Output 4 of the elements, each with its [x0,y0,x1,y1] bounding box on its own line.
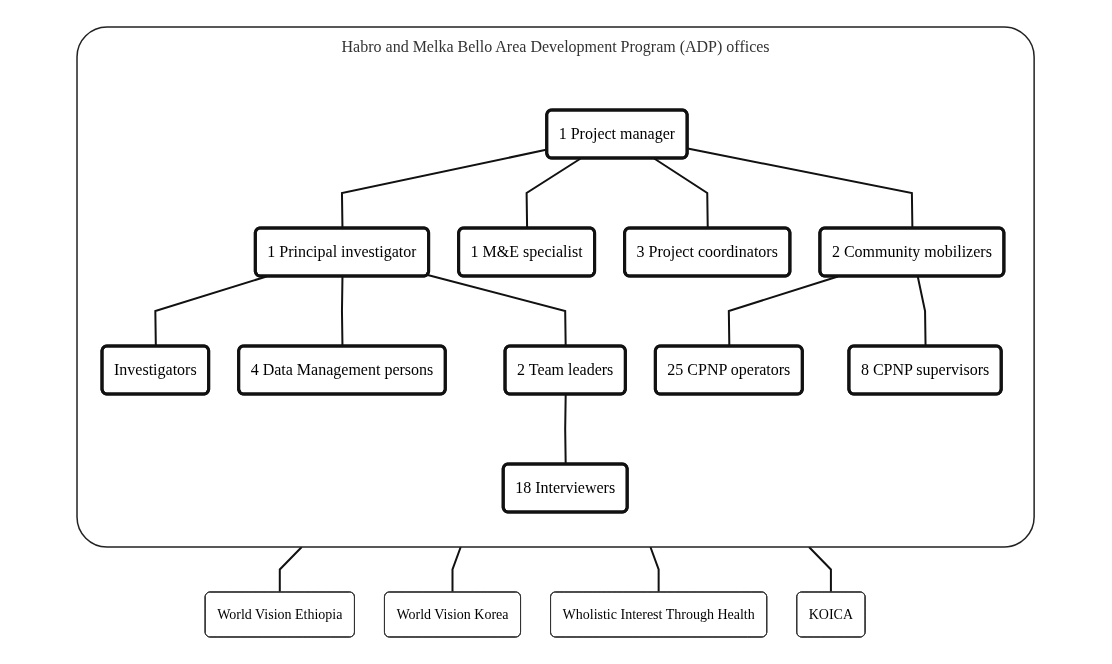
connector [808,546,833,593]
connector [649,546,661,593]
connector [279,546,304,593]
connector [451,546,463,593]
